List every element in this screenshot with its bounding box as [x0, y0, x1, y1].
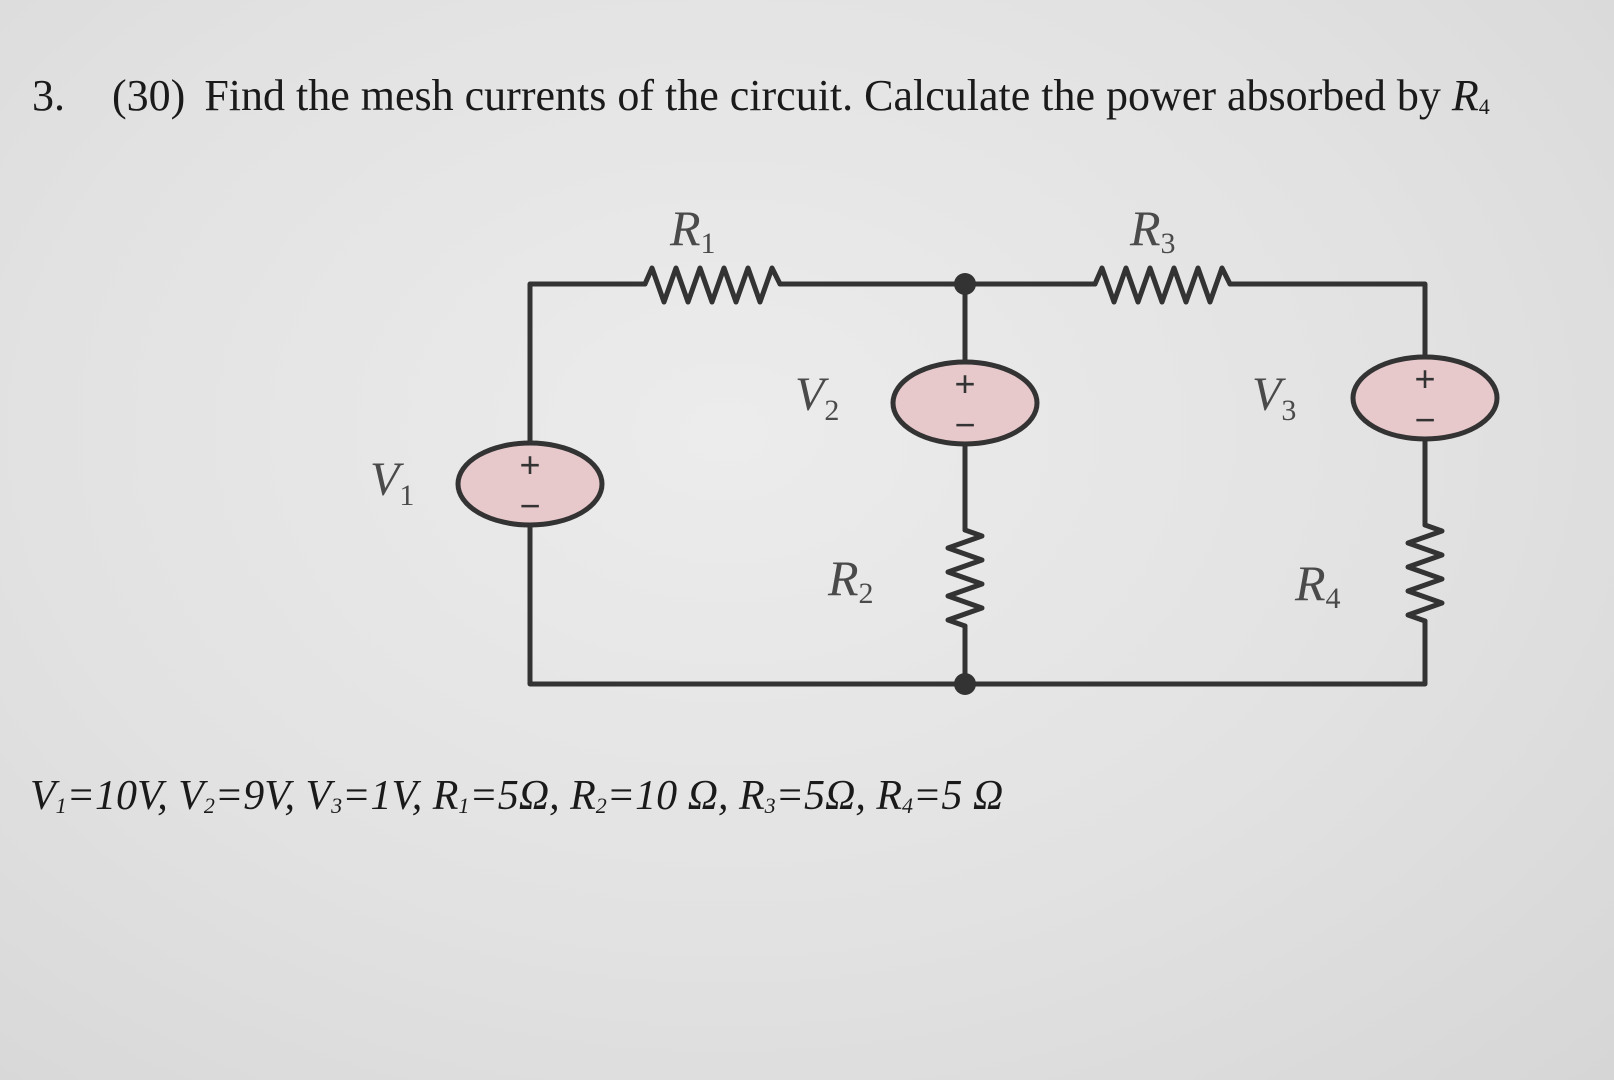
given-r1: R1=5Ω, [432, 773, 560, 819]
question-text: 3. (30) Find the mesh currents of the cir… [32, 70, 1490, 121]
label-r4: R4 [1294, 555, 1341, 615]
label-r3: R3 [1129, 200, 1176, 260]
v1-minus-sign: − [519, 485, 540, 526]
v3-plus-sign: + [1414, 358, 1435, 399]
label-r2: R2 [827, 550, 874, 610]
given-values: V1=10V, V2=9V, V3=1V, R1=5Ω, R2=10 Ω, R3… [30, 772, 1003, 820]
wire-bottom-left [527, 522, 968, 687]
question-points: (30) [112, 71, 186, 120]
label-v3: V3 [1252, 368, 1296, 427]
v2-plus-sign: + [954, 363, 975, 404]
question-target-sub: 4 [1478, 94, 1490, 119]
label-r1: R1 [669, 200, 716, 260]
label-v1: V1 [370, 453, 414, 512]
given-r4: R4=5 Ω [876, 773, 1004, 819]
v2-minus-sign: − [954, 404, 975, 445]
question-target-symbol: R [1451, 71, 1479, 120]
voltage-source-v3 [1350, 354, 1500, 442]
node-top [954, 273, 976, 295]
label-v2: V2 [795, 368, 839, 427]
given-v1: V1=10V, [30, 773, 168, 819]
wire-top-left [527, 281, 648, 487]
voltage-source-v2 [890, 359, 1040, 447]
resistor-r1 [642, 265, 783, 305]
resistor-r3 [1092, 265, 1233, 305]
question-body: Find the mesh currents of the circuit. C… [204, 71, 1441, 120]
given-r2: R2=10 Ω, [570, 773, 729, 819]
given-r3: R3=5Ω, [739, 773, 866, 819]
v1-plus-sign: + [519, 444, 540, 485]
v3-minus-sign: − [1414, 399, 1435, 440]
resistor-r2 [945, 527, 985, 629]
question-number: 3. [32, 71, 65, 120]
given-v3: V3=1V, [305, 773, 423, 819]
voltage-source-v1 [455, 440, 605, 528]
given-v2: V2=9V, [178, 773, 295, 819]
node-bottom [954, 673, 976, 695]
wire-bottom-right [962, 618, 1428, 687]
resistor-r4 [1405, 522, 1445, 624]
wire-top-right [1227, 281, 1428, 360]
